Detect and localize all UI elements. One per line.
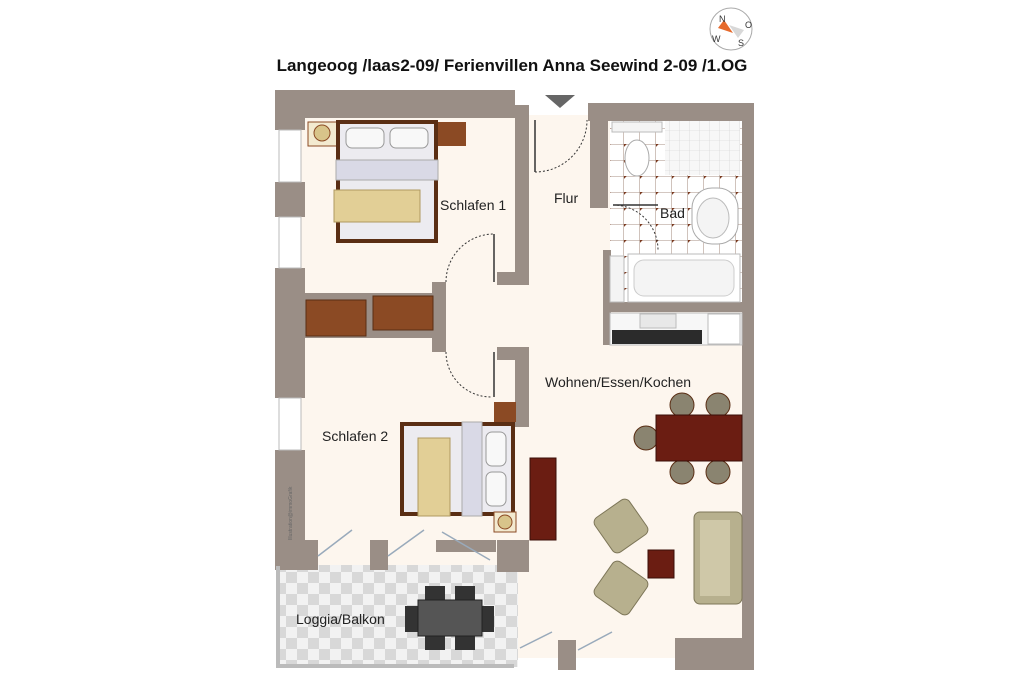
label-loggia: Loggia/Balkon xyxy=(296,611,385,627)
door-swings xyxy=(445,119,659,398)
bath-fixtures xyxy=(609,121,741,303)
compass-icon: N O S W xyxy=(709,7,753,51)
bed-schlafen1 xyxy=(307,120,466,243)
armchairs xyxy=(593,498,675,616)
windows-left xyxy=(278,129,302,451)
dining-table xyxy=(633,392,743,485)
balcony-railing xyxy=(276,566,280,668)
balcony-doors xyxy=(317,529,613,651)
label-flur: Flur xyxy=(554,190,578,206)
tv-board xyxy=(529,457,557,541)
compass-n: N xyxy=(719,14,726,24)
bed-schlafen2 xyxy=(400,402,517,533)
label-wohnen: Wohnen/Essen/Kochen xyxy=(545,374,691,390)
label-schlafen1: Schlafen 1 xyxy=(440,197,506,213)
compass-o: O xyxy=(745,20,752,30)
walls xyxy=(275,90,754,670)
compass-w: W xyxy=(712,34,721,44)
door-leaves xyxy=(493,120,658,397)
label-bad: Bad xyxy=(660,205,685,221)
sofa xyxy=(693,511,743,605)
illustration-credit: Illustration@immoGrafik xyxy=(288,486,294,540)
label-schlafen2: Schlafen 2 xyxy=(322,428,388,444)
compass-s: S xyxy=(738,38,744,48)
wardrobe xyxy=(305,295,434,337)
entrance-arrow-icon xyxy=(545,95,575,108)
balcony-railing-bottom xyxy=(276,664,514,668)
kitchen-counter xyxy=(609,312,743,346)
balcony-table xyxy=(405,586,494,650)
plan-title: Langeoog /laas2-09/ Ferienvillen Anna Se… xyxy=(276,56,748,75)
